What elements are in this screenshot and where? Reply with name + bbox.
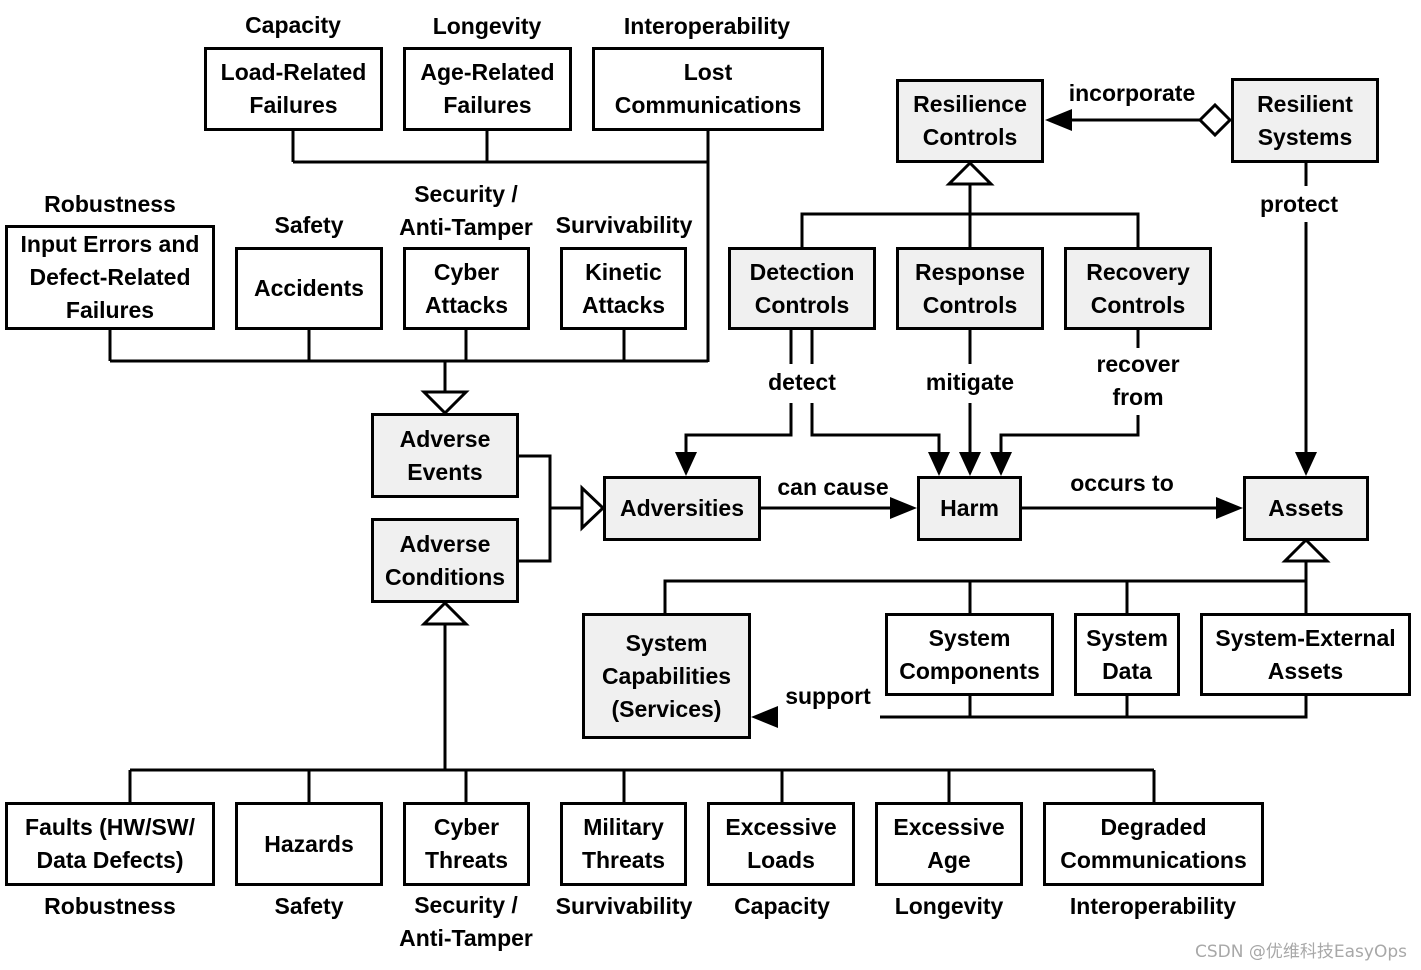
category-capacity-bottom: Capacity	[734, 893, 830, 919]
relation-mitigate: mitigate	[925, 369, 1015, 395]
watermark: CSDN @优维科技EasyOps	[1195, 942, 1407, 962]
adversities-box: Adversities	[603, 476, 761, 541]
faults-box: Faults (HW/SW/ Data Defects)	[5, 802, 215, 886]
category-capacity-top: Capacity	[245, 12, 341, 38]
category-security-bottom: Security / Anti-Tamper	[399, 892, 533, 951]
system-data-box: System Data	[1074, 613, 1180, 696]
category-safety-bottom: Safety	[274, 893, 344, 919]
harm-box: Harm	[917, 476, 1022, 541]
relation-support: support	[785, 683, 871, 709]
relation-detect: detect	[768, 369, 836, 395]
age-related-failures-box: Age-Related Failures	[403, 47, 572, 131]
category-security-top: Security / Anti-Tamper	[399, 181, 533, 240]
system-capabilities-box: System Capabilities (Services)	[582, 613, 751, 739]
input-errors-box: Input Errors and Defect-Related Failures	[5, 225, 215, 330]
resilience-controls-box: Resilience Controls	[896, 79, 1044, 163]
cyber-threats-box: Cyber Threats	[403, 802, 530, 886]
detection-controls-box: Detection Controls	[728, 247, 876, 330]
category-interoperability-top: Interoperability	[623, 13, 791, 39]
adverse-events-box: Adverse Events	[371, 413, 519, 498]
category-robustness-top: Robustness	[44, 191, 176, 217]
accidents-box: Accidents	[235, 247, 383, 330]
category-survivability-top: Survivability	[555, 212, 693, 238]
cyber-attacks-box: Cyber Attacks	[403, 247, 530, 330]
relation-occurs-to: occurs to	[1070, 470, 1174, 496]
category-longevity-top: Longevity	[432, 13, 542, 39]
adverse-conditions-box: Adverse Conditions	[371, 518, 519, 603]
excessive-loads-box: Excessive Loads	[707, 802, 855, 886]
system-external-assets-box: System-External Assets	[1200, 613, 1411, 696]
category-interoperability-bottom: Interoperability	[1069, 893, 1237, 919]
lost-communications-box: Lost Communications	[592, 47, 824, 131]
recovery-controls-box: Recovery Controls	[1064, 247, 1212, 330]
military-threats-box: Military Threats	[560, 802, 687, 886]
relation-recover-from: recover from	[1096, 351, 1180, 410]
category-survivability-bottom: Survivability	[555, 893, 693, 919]
category-longevity-bottom: Longevity	[894, 893, 1004, 919]
relation-protect: protect	[1260, 191, 1338, 217]
hazards-box: Hazards	[235, 802, 383, 886]
system-components-box: System Components	[885, 613, 1054, 696]
kinetic-attacks-box: Kinetic Attacks	[560, 247, 687, 330]
degraded-communications-box: Degraded Communications	[1043, 802, 1264, 886]
load-related-failures-box: Load-Related Failures	[204, 47, 383, 131]
excessive-age-box: Excessive Age	[875, 802, 1023, 886]
category-safety-top: Safety	[274, 212, 344, 238]
category-robustness-bottom: Robustness	[44, 893, 176, 919]
resilient-systems-box: Resilient Systems	[1231, 78, 1379, 163]
response-controls-box: Response Controls	[896, 247, 1044, 330]
relation-can-cause: can cause	[777, 474, 889, 500]
assets-box: Assets	[1243, 476, 1369, 541]
relation-incorporate: incorporate	[1068, 80, 1196, 106]
